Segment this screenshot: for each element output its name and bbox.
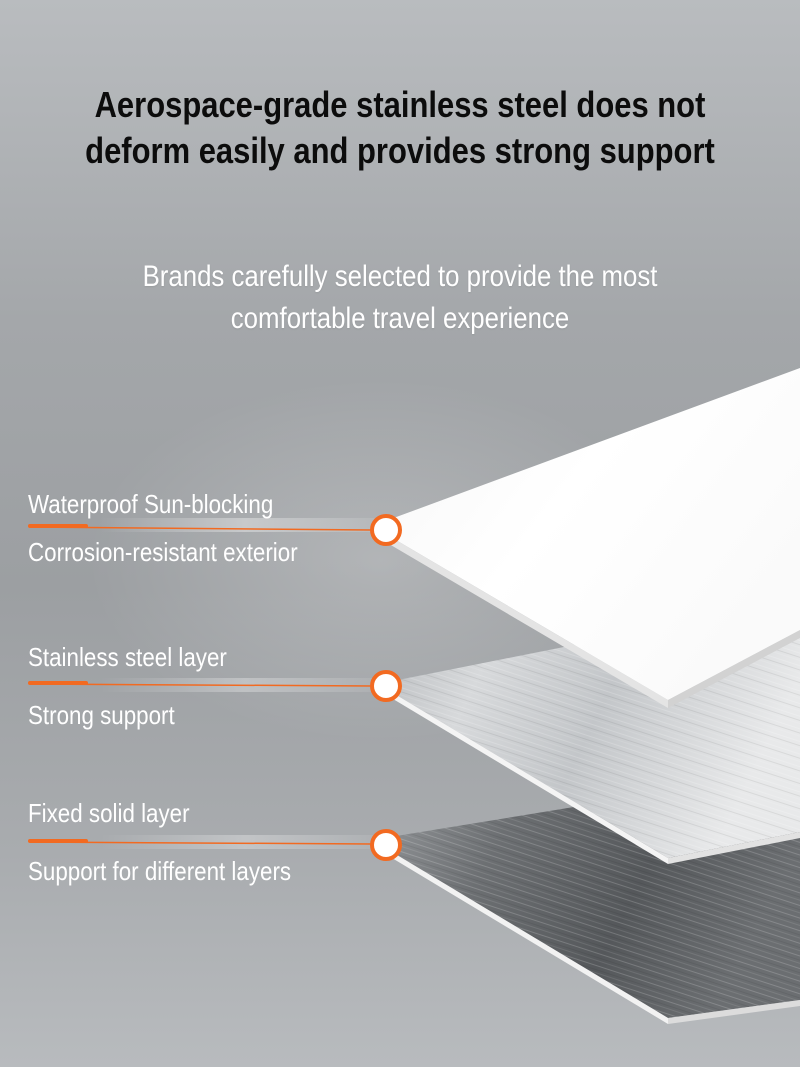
layer-2-title: Stainless steel layer — [28, 642, 227, 672]
headline: Aerospace-grade stainless steel does not… — [85, 84, 715, 171]
layer-2-subtitle: Strong support — [28, 700, 175, 730]
callout-dot-waterproof — [370, 514, 402, 546]
waterproof-layer-plate — [372, 368, 800, 708]
callout-dot-fixed-solid — [370, 829, 402, 861]
layer-1-subtitle: Corrosion-resistant exterior — [28, 537, 298, 567]
callout-dot-stainless-steel — [370, 670, 402, 702]
layer-3-subtitle: Support for different layers — [28, 856, 292, 886]
connector-fixed-solid — [28, 829, 402, 861]
subhead: Brands carefully selected to provide the… — [142, 260, 658, 335]
layer-3-title: Fixed solid layer — [28, 798, 190, 828]
connector-stainless-steel — [28, 670, 402, 702]
layer-1-title: Waterproof Sun-blocking — [28, 489, 274, 519]
connector-waterproof — [28, 514, 402, 546]
